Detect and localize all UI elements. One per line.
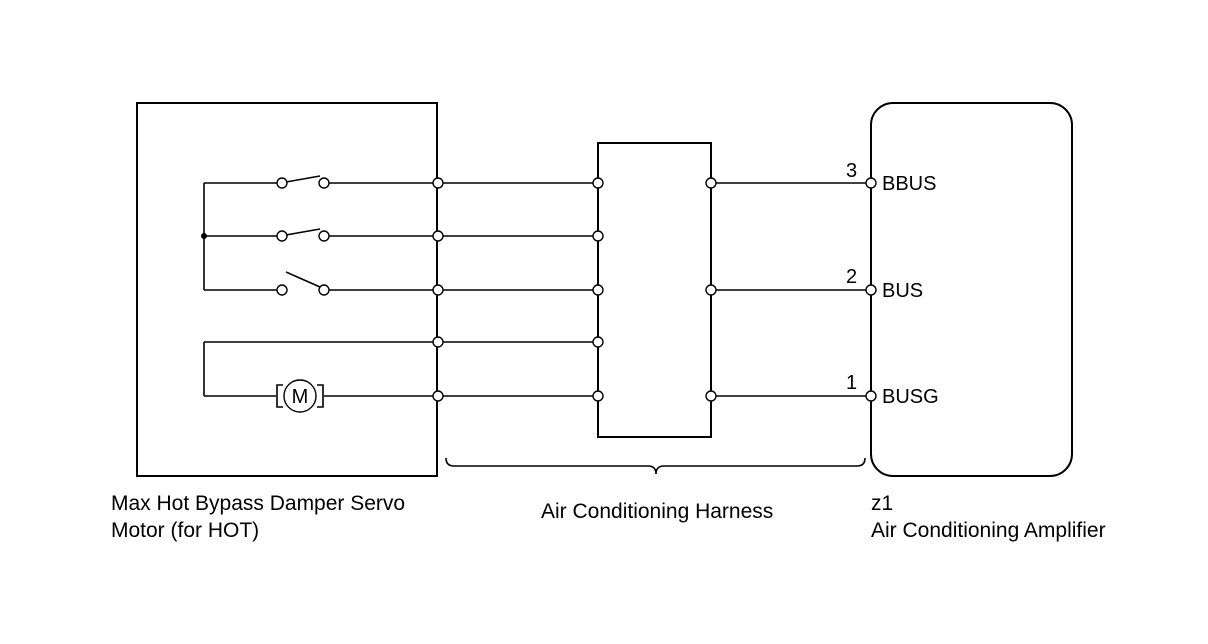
harness-box bbox=[597, 142, 712, 438]
pin-number-busg: 1 bbox=[846, 372, 857, 394]
harness-label: Air Conditioning Harness bbox=[541, 500, 774, 523]
switch-1 bbox=[204, 175, 433, 189]
amplifier-code: z1 bbox=[871, 492, 894, 515]
switch-2 bbox=[204, 228, 433, 242]
pin-name-bus: BUS bbox=[882, 280, 923, 302]
harness-left-terminals bbox=[592, 177, 604, 402]
motor-circuit: M bbox=[203, 341, 433, 413]
harness-to-amplifier-wires bbox=[716, 182, 866, 397]
servo-motor-label-line1: Max Hot Bypass Damper Servo bbox=[111, 492, 406, 515]
pin-number-bus: 2 bbox=[846, 266, 857, 288]
switch-3 bbox=[204, 271, 433, 296]
pin-number-bbus: 3 bbox=[846, 160, 857, 182]
servo-connector-terminals bbox=[432, 177, 444, 402]
motor-symbol: M bbox=[292, 386, 309, 408]
pin-name-bbus: BBUS bbox=[882, 173, 936, 195]
pin-name-busg: BUSG bbox=[882, 386, 939, 408]
amplifier-terminals bbox=[865, 177, 877, 402]
servo-motor-label-line2: Motor (for HOT) bbox=[111, 519, 260, 542]
amplifier-label: Air Conditioning Amplifier bbox=[871, 519, 1106, 542]
motor-icon bbox=[283, 379, 317, 413]
harness-bracket bbox=[445, 457, 866, 475]
servo-to-harness-wires bbox=[443, 182, 593, 397]
